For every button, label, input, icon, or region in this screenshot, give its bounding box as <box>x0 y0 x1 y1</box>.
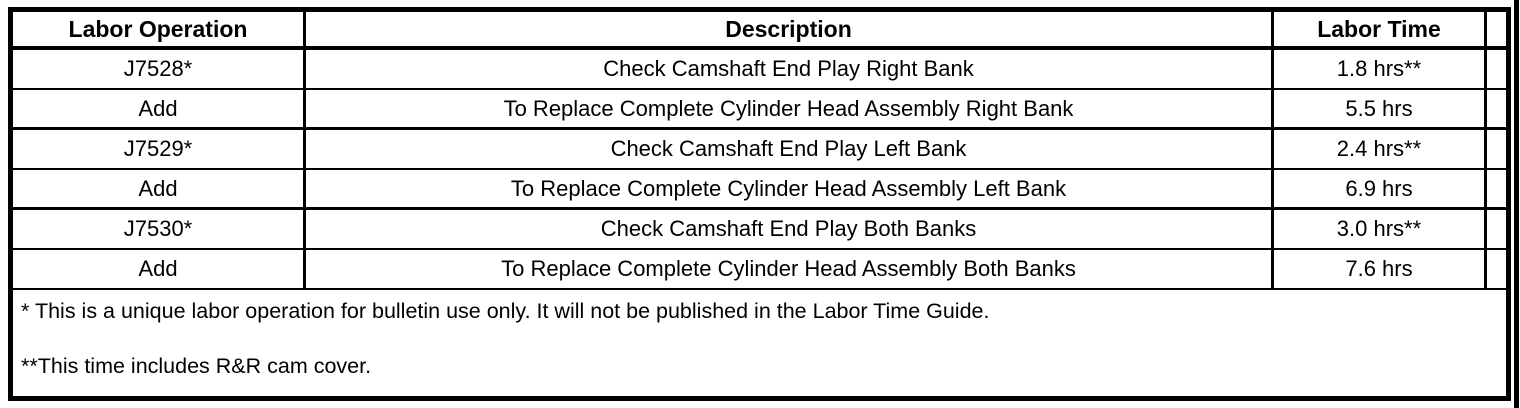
cell-labor-operation: J7528* <box>13 50 306 88</box>
page-edge-line <box>1514 0 1519 408</box>
cell-labor-operation: Add <box>13 170 306 207</box>
table-row: J7530* Check Camshaft End Play Both Bank… <box>13 210 1506 250</box>
cell-labor-time: 1.8 hrs** <box>1274 50 1487 88</box>
cell-description: To Replace Complete Cylinder Head Assemb… <box>306 90 1274 127</box>
header-description: Description <box>306 12 1274 46</box>
cell-description: To Replace Complete Cylinder Head Assemb… <box>306 250 1274 288</box>
cell-labor-time: 7.6 hrs <box>1274 250 1487 288</box>
cell-labor-time: 2.4 hrs** <box>1274 130 1487 168</box>
cell-spacer <box>1487 50 1506 88</box>
labor-time-table: Labor Operation Description Labor Time J… <box>8 7 1511 401</box>
cell-spacer <box>1487 250 1506 288</box>
cell-description: To Replace Complete Cylinder Head Assemb… <box>306 170 1274 207</box>
cell-spacer <box>1487 210 1506 248</box>
table-row: J7529* Check Camshaft End Play Left Bank… <box>13 130 1506 170</box>
cell-description: Check Camshaft End Play Both Banks <box>306 210 1274 248</box>
cell-labor-operation: Add <box>13 90 306 127</box>
footnote-rr-cam-cover: **This time includes R&R cam cover. <box>21 353 372 378</box>
cell-labor-operation: Add <box>13 250 306 288</box>
table-row: Add To Replace Complete Cylinder Head As… <box>13 170 1506 210</box>
cell-spacer <box>1487 90 1506 127</box>
cell-spacer <box>1487 130 1506 168</box>
cell-spacer <box>1487 170 1506 207</box>
cell-labor-time: 6.9 hrs <box>1274 170 1487 207</box>
cell-description: Check Camshaft End Play Right Bank <box>306 50 1274 88</box>
footnote-unique-labor-operation: * This is a unique labor operation for b… <box>21 299 990 323</box>
table-row: J7528* Check Camshaft End Play Right Ban… <box>13 50 1506 90</box>
header-labor-time: Labor Time <box>1274 12 1487 46</box>
cell-labor-time: 5.5 hrs <box>1274 90 1487 127</box>
cell-description: Check Camshaft End Play Left Bank <box>306 130 1274 168</box>
table-row: Add To Replace Complete Cylinder Head As… <box>13 90 1506 130</box>
cell-labor-time: 3.0 hrs** <box>1274 210 1487 248</box>
footnote-spacer <box>21 325 1498 354</box>
cell-labor-operation: J7529* <box>13 130 306 168</box>
table-footnotes: * This is a unique labor operation for b… <box>13 290 1506 396</box>
header-labor-operation: Labor Operation <box>13 12 306 46</box>
cell-labor-operation: J7530* <box>13 210 306 248</box>
header-spacer-column <box>1487 12 1506 46</box>
table-row: Add To Replace Complete Cylinder Head As… <box>13 250 1506 290</box>
table-header-row: Labor Operation Description Labor Time <box>13 12 1506 50</box>
